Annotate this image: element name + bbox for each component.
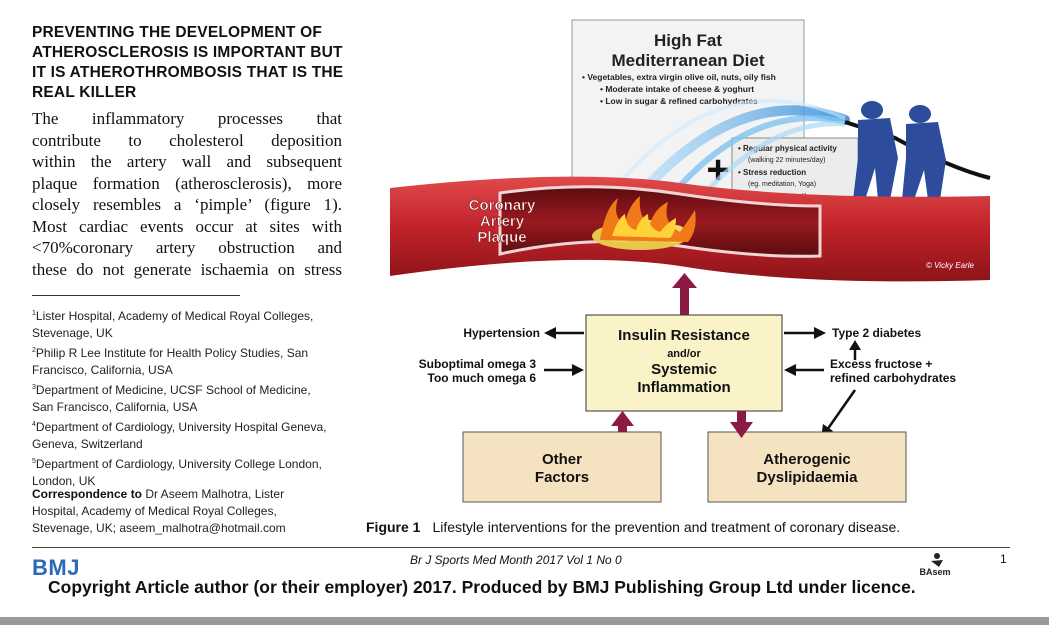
body-line: contribute to cholesterol deposition — [32, 130, 342, 150]
arrow-up-to-artery — [672, 273, 697, 316]
diet-title: High Fat — [654, 31, 722, 50]
correspondence: Correspondence to Dr Aseem Malhotra, Lis… — [32, 487, 286, 535]
figure-1-illustration: High Fat Mediterranean Diet • Vegetables… — [390, 19, 991, 503]
dyslipidaemia-text: Atherogenic — [763, 451, 851, 468]
type2-diabetes-label: Type 2 diabetes — [832, 326, 921, 340]
affiliations: 1Lister Hospital, Academy of Medical Roy… — [32, 305, 352, 490]
correspondence-email[interactable]: Stevenage, UK; aseem_malhotra@hotmail.co… — [32, 521, 286, 535]
center-box-text: Insulin Resistance — [618, 327, 750, 344]
hypertension-label: Hypertension — [463, 326, 540, 340]
body-line: plaque formation (atherosclerosis), more — [32, 173, 342, 193]
body-line-text: closely resembles a ‘pimple’ ( — [32, 195, 271, 214]
body-line: The inflammatory processes that — [32, 109, 342, 128]
body-line: Most cardiac events occur at sites with — [32, 216, 342, 236]
caption-label: Figure 1 — [366, 519, 421, 535]
omega-label: Too much omega 6 — [428, 371, 537, 385]
arrow-fructose-to-dyslipidaemia — [821, 389, 857, 438]
insulin-resistance-box — [585, 314, 783, 412]
diet-item: • Moderate intake of cheese & yoghurt — [600, 84, 754, 94]
caption-text: Lifestyle interventions for the preventi… — [432, 519, 901, 535]
page-number: 1 — [1000, 552, 1007, 566]
footer-divider — [32, 547, 1010, 548]
basem-logo-text: BAsem — [919, 567, 950, 577]
center-box-text: Systemic — [651, 361, 717, 378]
arrow-center-to-dyslipidaemia — [730, 411, 753, 438]
arrow-fructose-to-diabetes — [849, 340, 861, 360]
heading-line: PREVENTING THE DEVELOPMENT OF — [32, 24, 322, 41]
body-line: within the artery wall and subsequent — [32, 152, 342, 171]
body-line-text: ). — [332, 195, 342, 214]
viewer-bottom-bar — [0, 617, 1049, 625]
plaque-label: Artery — [480, 213, 525, 230]
arrow-to-hypertension — [544, 327, 584, 339]
dyslipidaemia-box — [707, 431, 907, 503]
arrow-other-to-center — [611, 411, 634, 432]
center-box-text: and/or — [667, 348, 701, 360]
artist-signature: © Vicky Earle — [926, 261, 975, 270]
copyright-notice: Copyright Article author (or their emplo… — [48, 577, 916, 597]
firefighters-icon — [853, 101, 946, 200]
other-factors-text: Factors — [535, 469, 589, 486]
body-line: these do not generate ischaemia on stres… — [32, 259, 342, 279]
center-box-text: Inflammation — [637, 379, 730, 396]
body-line: <70%coronary artery obstruction and — [32, 238, 342, 257]
diet-item: • Low in sugar & refined carbohydrates — [600, 96, 758, 106]
activity-item: • Regular physical activity — [738, 144, 837, 153]
figure-caption: Figure 1 Lifestyle interventions for the … — [366, 519, 900, 535]
plaque-flames — [592, 196, 696, 250]
other-factors-box — [462, 431, 662, 503]
affiliation: 3Department of Medicine, UCSF School of … — [32, 383, 311, 414]
dyslipidaemia-text: Dyslipidaemia — [757, 469, 859, 486]
plaque-label: Plaque — [477, 229, 526, 246]
activity-item: (eg. meditation, Yoga) — [748, 181, 816, 188]
activity-item: (walking 22 minutes/day) — [748, 157, 825, 164]
heading-line: IT IS ATHEROTHROMBOSIS THAT IS THE — [32, 64, 344, 81]
other-factors-text: Other — [542, 451, 582, 468]
basem-logo: BAsem — [913, 551, 957, 577]
bmj-logo: BMJ — [32, 555, 80, 580]
activity-item: • Stress reduction — [738, 168, 806, 177]
arrow-omega-to-center — [544, 364, 584, 376]
fructose-label: refined carbohydrates — [830, 371, 956, 385]
diet-item: • Vegetables, extra virgin olive oil, nu… — [582, 72, 776, 82]
affiliation: 5Department of Cardiology, University Co… — [32, 457, 322, 488]
fructose-label: Excess fructose + — [830, 357, 932, 371]
plaque-label: Coronary — [469, 197, 536, 214]
journal-citation: Br J Sports Med Month 2017 Vol 1 No 0 — [410, 553, 622, 567]
correspondence-label: Correspondence to — [32, 487, 143, 501]
heading-line: REAL KILLER — [32, 84, 137, 101]
affiliation: 1Lister Hospital, Academy of Medical Roy… — [32, 309, 314, 340]
arrow-fructose-to-center — [784, 364, 824, 376]
arrow-to-type2 — [784, 327, 826, 339]
affiliation: 2Philip R Lee Institute for Health Polic… — [32, 346, 309, 377]
affiliation: 4Department of Cardiology, University Ho… — [32, 420, 327, 451]
diet-title: Mediterranean Diet — [611, 51, 764, 70]
heading-line: ATHEROSCLEROSIS IS IMPORTANT BUT — [32, 44, 343, 61]
omega-label: Suboptimal omega 3 — [419, 357, 537, 371]
body-paragraph: The inflammatory processes that contribu… — [32, 108, 342, 280]
figure-1-link[interactable]: figure 1 — [270, 195, 333, 214]
section-heading: PREVENTING THE DEVELOPMENT OF ATHEROSCLE… — [32, 23, 352, 103]
body-line: closely resembles a ‘pimple’ (figure 1). — [32, 194, 342, 216]
footnote-divider — [32, 295, 240, 296]
